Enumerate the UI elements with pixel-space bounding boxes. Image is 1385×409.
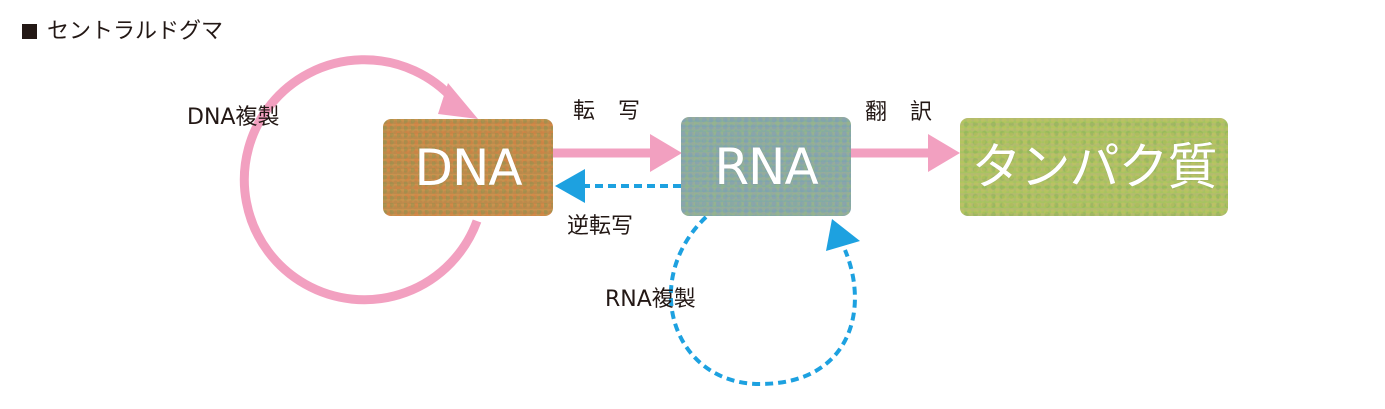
protein-node: タンパク質 (960, 118, 1228, 216)
transcription-label: 転 写 (573, 99, 648, 124)
rna-node: RNA (681, 117, 851, 216)
square-bullet-icon (22, 24, 37, 39)
reverse-transcription-arrowhead (555, 169, 585, 203)
dna-node-label: DNA (414, 138, 522, 197)
dna-replication-loop (239, 55, 482, 305)
rna-replication-loop (668, 215, 857, 387)
diagram-title-text: セントラルドグマ (47, 19, 224, 44)
translation-arrowhead (928, 134, 960, 172)
rna-replication-label: RNA複製 (605, 287, 696, 312)
translation-label: 翻 訳 (865, 100, 940, 125)
protein-node-label: タンパク質 (971, 138, 1218, 196)
transcription-arrowhead (650, 134, 682, 172)
diagram-title: セントラルドグマ (22, 18, 223, 46)
reverse-transcription-label: 逆転写 (567, 214, 634, 239)
rna-replication-arrowhead (826, 219, 860, 251)
rna-node-label: RNA (714, 137, 818, 196)
dna-replication-arrowhead (438, 83, 478, 119)
dna-replication-label: DNA複製 (187, 105, 280, 130)
dna-node: DNA (383, 119, 553, 216)
